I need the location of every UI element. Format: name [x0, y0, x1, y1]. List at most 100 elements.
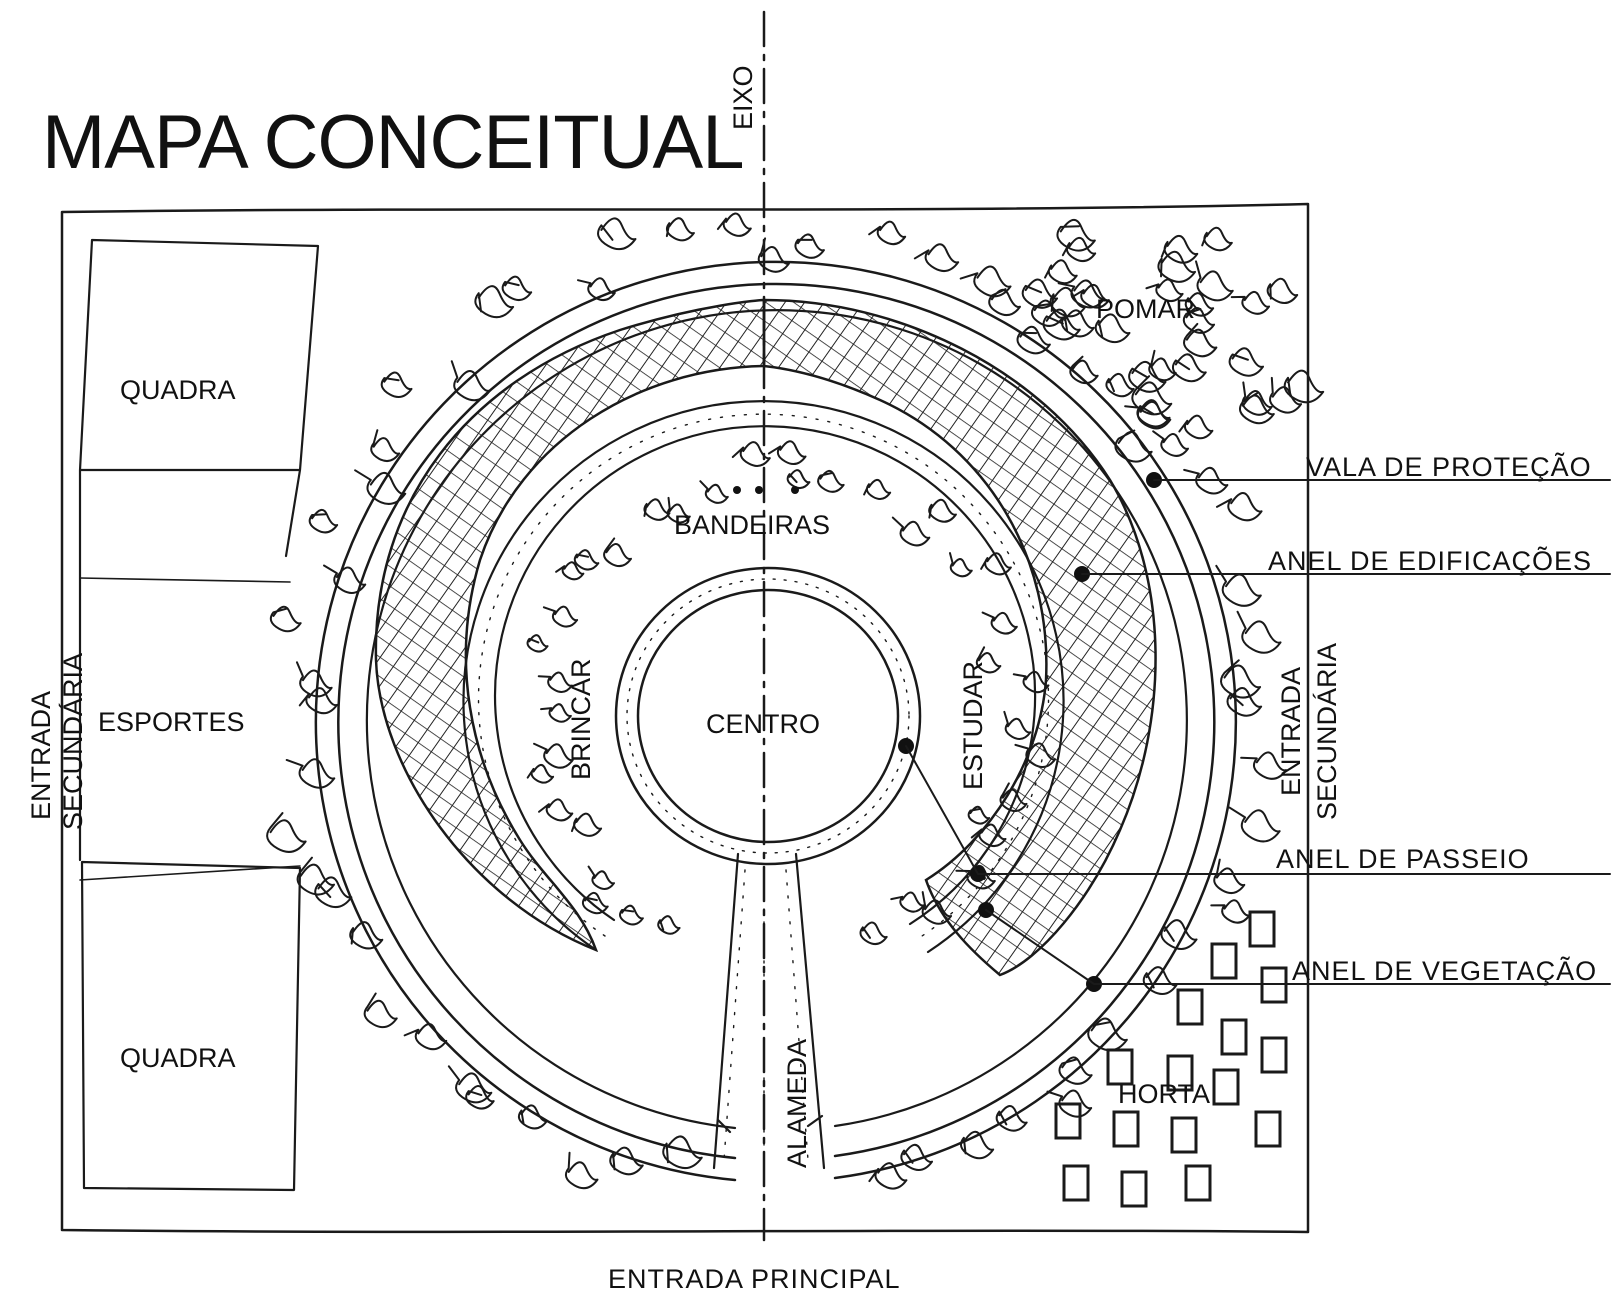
tree-scribble [757, 237, 790, 273]
tree-scribble [308, 508, 339, 534]
tree-scribble [526, 634, 549, 653]
horta-bed [1248, 910, 1276, 948]
tree-scribble [1044, 259, 1078, 285]
tree-scribble [1128, 361, 1167, 393]
zone-label-esportes: ESPORTES [98, 707, 245, 737]
tree-scribble [542, 605, 579, 628]
tree-scribble [1213, 858, 1246, 895]
tree-scribble [269, 605, 302, 633]
horta-bed [1170, 1116, 1198, 1154]
tree-scribble [533, 742, 574, 769]
tree-scribble [657, 915, 681, 935]
tree-scribble [786, 469, 811, 490]
tree-scribble [597, 217, 637, 251]
horta-bed [1184, 1164, 1212, 1202]
tree-scribble [1058, 1056, 1093, 1085]
entrance-main: ENTRADA PRINCIPAL [608, 1264, 901, 1294]
tree-scribble [517, 1104, 549, 1130]
zone-label-bandeiras: BANDEIRAS [674, 510, 830, 540]
tree-scribble [980, 552, 1012, 576]
tree-scribble [1238, 392, 1275, 425]
tree-scribble [863, 479, 892, 500]
tree-scribble [1160, 919, 1198, 950]
tree-scribble [474, 285, 515, 319]
tree-scribble [767, 440, 807, 466]
tree-scribble [1215, 564, 1262, 607]
tree-scribble [1226, 687, 1263, 717]
tree-scribble [1046, 1089, 1093, 1118]
tree-scribble [716, 212, 752, 237]
tree-scribble [1220, 659, 1262, 699]
tree-scribble [1016, 325, 1051, 355]
tree-scribble [1240, 751, 1288, 780]
tree-scribble [1071, 283, 1110, 309]
tree-scribble [665, 217, 695, 242]
zone-label-estudar: ESTUDAR [958, 661, 988, 790]
tree-scribble [587, 865, 615, 891]
tree-scribble [564, 1151, 599, 1190]
entrance-right-line2: SECUNDÁRIA [1312, 643, 1342, 820]
horta-bed [1054, 1102, 1082, 1140]
tree-scribble [699, 480, 729, 504]
tree-scribble [868, 220, 907, 246]
zone-label-horta: HORTA [1118, 1079, 1210, 1109]
sports-zone [78, 238, 320, 1192]
tree-scribble [1069, 355, 1099, 385]
zone-label-brincar: BRINCAR [566, 658, 596, 780]
tree-scribble [1269, 376, 1303, 414]
tree-scribble [975, 646, 1002, 674]
tree-scribble [1056, 219, 1096, 252]
tree-scribble [1042, 308, 1081, 341]
axis-label: EIXO [728, 65, 758, 130]
tree-scribble [1087, 1017, 1128, 1052]
tree-scribble [1003, 710, 1032, 740]
tree-scribble [967, 805, 991, 825]
tree-scribble [285, 758, 336, 789]
tree-scribble [363, 992, 398, 1029]
tree-scribble [447, 1065, 493, 1104]
tree-scribble [1266, 277, 1299, 305]
site-boundary [60, 202, 1310, 1234]
tree-scribble [859, 921, 888, 946]
entrance-left-line1: ENTRADA [26, 691, 56, 820]
entrance-right-line1: ENTRADA [1276, 667, 1306, 796]
tree-scribble [538, 798, 574, 822]
tree-scribble [380, 371, 413, 398]
tree-scribble [1124, 400, 1172, 430]
callout-vala-protecao: VALA DE PROTEÇÃO [1306, 451, 1592, 482]
tree-scribble [1157, 250, 1197, 283]
tree-scribble [1182, 307, 1216, 334]
callout-anel-vegetacao: ANEL DE VEGETAÇÃO [1292, 955, 1597, 986]
tree-scribble [1148, 349, 1177, 382]
tree-scribble [1171, 353, 1207, 383]
tree-scribble [540, 703, 572, 723]
tree-scribble [794, 233, 825, 259]
horta-bed [1176, 988, 1204, 1026]
tree-scribble [1021, 278, 1059, 309]
zone-label-pomar: POMAR [1096, 294, 1195, 324]
horta-bed [1106, 1048, 1134, 1086]
tree-scribble [501, 275, 533, 302]
tree-scribble [891, 516, 931, 547]
horta-beds [1054, 910, 1288, 1208]
tree-scribble [1114, 429, 1153, 463]
tree-scribble [266, 812, 307, 853]
tree-scribble [1210, 899, 1251, 924]
horta-bed [1166, 1054, 1194, 1092]
building-ring [374, 298, 1157, 977]
tree-scribble [1201, 226, 1233, 252]
tree-scribble [1145, 278, 1184, 303]
tree-scribble [1184, 292, 1215, 317]
tree-scribble [1160, 234, 1199, 264]
horta-bed [1112, 1110, 1140, 1148]
center-plaza [614, 566, 922, 866]
horta-bed [1212, 1068, 1240, 1106]
tree-scribble [1183, 466, 1229, 495]
zone-label-alameda: ALAMEDA [782, 1039, 812, 1168]
tree-scribble [662, 1135, 703, 1170]
tree-scribble [1215, 492, 1263, 522]
tree-scribble [890, 891, 925, 913]
tree-scribble [619, 904, 644, 926]
tree-scribble [609, 1146, 644, 1176]
tree-scribble [868, 1162, 908, 1190]
